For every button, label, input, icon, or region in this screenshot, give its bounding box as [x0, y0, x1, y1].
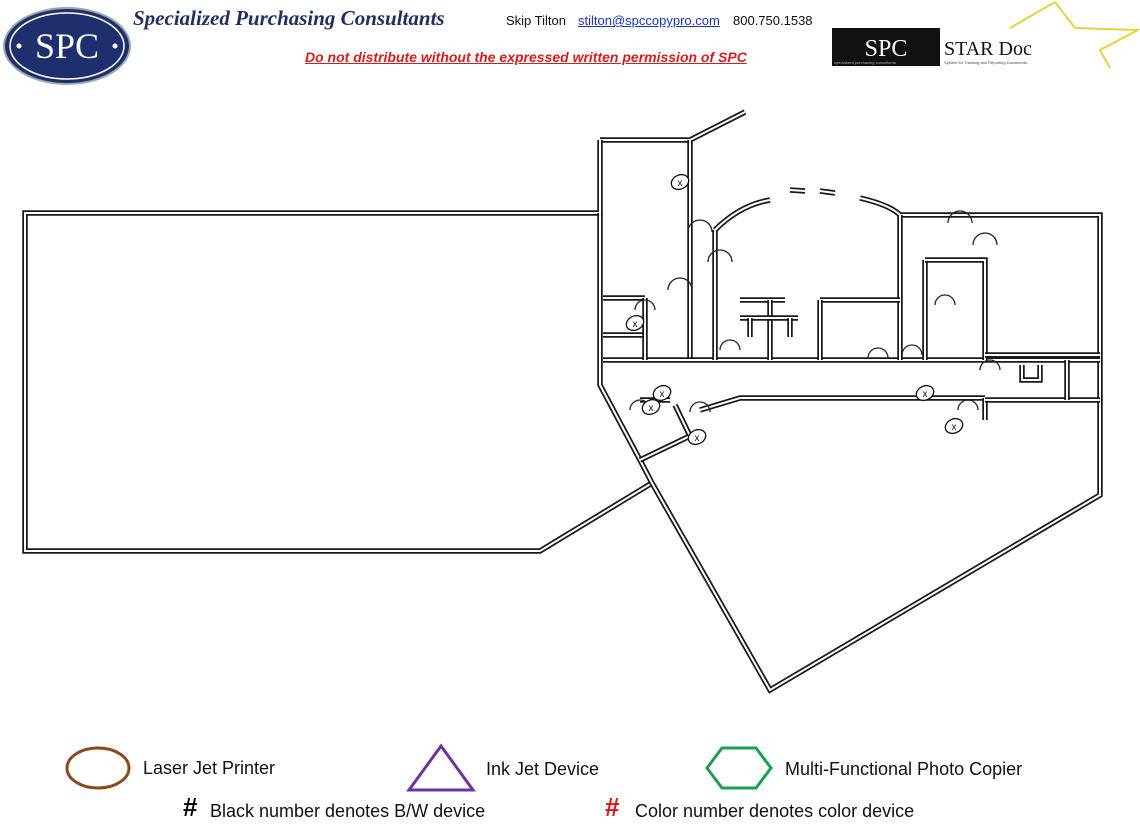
device-marker[interactable]: x — [943, 416, 965, 436]
bw-hash-icon: # — [183, 792, 198, 822]
door-swing — [972, 232, 998, 246]
legend-color-note: Color number denotes color device — [635, 801, 915, 821]
wall — [600, 109, 747, 143]
wall — [1021, 365, 1041, 381]
door-swing — [867, 347, 889, 359]
svg-text:x: x — [695, 433, 700, 444]
svg-text:x: x — [633, 319, 638, 330]
legend-inkjet-label: Ink Jet Device — [486, 759, 600, 779]
wall — [925, 257, 988, 360]
svg-text:x: x — [649, 403, 654, 414]
door-swing — [634, 299, 656, 311]
logo-text: SPC — [35, 26, 99, 66]
distribution-warning: Do not distribute without the expressed … — [305, 49, 747, 65]
wall — [713, 197, 771, 232]
legend-laser-label: Laser Jet Printer — [143, 758, 276, 778]
wall — [599, 213, 1101, 692]
door-swing — [957, 399, 979, 411]
door-swing — [947, 210, 973, 224]
wall — [900, 212, 1103, 400]
door-swing — [719, 339, 741, 351]
door-swing — [934, 294, 956, 306]
mfp-legend-icon — [705, 746, 773, 790]
device-marker[interactable]: x — [624, 313, 646, 333]
ink-jet-legend-icon — [406, 743, 476, 792]
door-swing — [979, 359, 1001, 371]
star-logo-sub-left: specialized purchasing consultants — [834, 60, 896, 65]
star-doc-logo: SPC STAR Doc specialized purchasing cons… — [832, 0, 1140, 69]
company-name: Specialized Purchasing Consultants — [133, 6, 445, 30]
wall — [819, 190, 836, 194]
spc-logo: SPC — [3, 7, 131, 85]
wall — [699, 395, 985, 413]
star-logo-title: STAR Doc — [944, 38, 1032, 60]
color-hash-icon: # — [605, 792, 620, 822]
device-marker[interactable]: x — [686, 427, 708, 447]
contact-phone: 800.750.1538 — [733, 13, 813, 28]
svg-text:x: x — [952, 422, 957, 433]
door-swing — [707, 249, 733, 263]
door-swing — [667, 277, 693, 291]
device-marker[interactable]: x — [640, 397, 662, 417]
wall — [699, 397, 985, 411]
laser-printer-legend-icon — [65, 746, 131, 790]
device-marker[interactable]: x — [669, 172, 691, 192]
device-marker[interactable]: x — [651, 383, 673, 403]
wall — [1019, 365, 1043, 383]
contact-email-link[interactable]: stilton@spccopypro.com — [578, 13, 720, 28]
wall — [900, 214, 1101, 400]
wall — [22, 140, 654, 554]
wall — [859, 195, 902, 218]
star-logo-sub-right: System for Tracking and Reporting Docume… — [944, 60, 1027, 65]
wall — [714, 199, 771, 231]
wall — [789, 189, 806, 192]
door-swing — [901, 344, 923, 356]
legend-bw-note: Black number denotes B/W device — [210, 801, 486, 821]
svg-text:x: x — [678, 178, 683, 189]
door-swing — [689, 401, 711, 413]
wall — [859, 197, 901, 216]
wall — [597, 213, 1103, 694]
wall — [24, 140, 653, 552]
wall — [925, 259, 986, 360]
svg-text:x: x — [923, 389, 928, 400]
device-marker[interactable]: x — [914, 383, 936, 403]
legend-mfp-label: Multi-Functional Photo Copier — [785, 759, 1023, 779]
contact-name: Skip Tilton — [506, 13, 566, 28]
svg-text:x: x — [660, 389, 665, 400]
door-swing — [687, 219, 713, 233]
star-logo-spc: SPC — [865, 36, 908, 62]
